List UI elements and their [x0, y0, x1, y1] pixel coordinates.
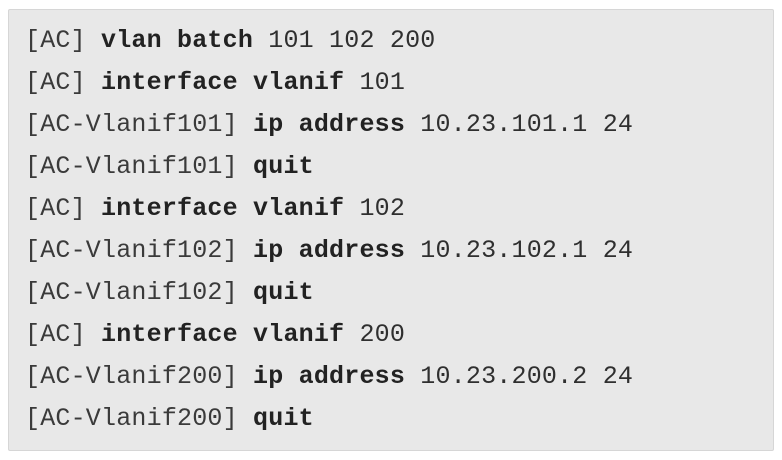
cli-prompt: [AC-Vlanif101] [25, 110, 238, 139]
cli-command: ip address [253, 362, 406, 391]
command-line: [AC] interface vlanif 102 [25, 188, 763, 230]
command-line: [AC-Vlanif200] ip address 10.23.200.2 24 [25, 356, 763, 398]
cli-prompt: [AC] [25, 320, 86, 349]
cli-prompt: [AC] [25, 26, 86, 55]
cli-prompt: [AC-Vlanif200] [25, 362, 238, 391]
command-line: [AC-Vlanif101] ip address 10.23.101.1 24 [25, 104, 763, 146]
cli-command: interface vlanif [101, 320, 345, 349]
command-line: [AC-Vlanif101] quit [25, 146, 763, 188]
command-line: [AC] interface vlanif 101 [25, 62, 763, 104]
cli-prompt: [AC] [25, 68, 86, 97]
cli-arguments: 200 [359, 320, 406, 349]
cli-prompt: [AC] [25, 194, 86, 223]
cli-arguments: 101 102 200 [268, 26, 436, 55]
cli-prompt: [AC-Vlanif102] [25, 278, 238, 307]
command-line: [AC-Vlanif102] quit [25, 272, 763, 314]
cli-arguments: 10.23.101.1 24 [420, 110, 634, 139]
command-line: [AC-Vlanif200] quit [25, 398, 763, 440]
terminal-output: [AC] vlan batch 101 102 200 [AC] interfa… [8, 9, 774, 451]
cli-prompt: [AC-Vlanif200] [25, 404, 238, 433]
command-line: [AC] vlan batch 101 102 200 [25, 20, 763, 62]
cli-command: quit [253, 152, 314, 181]
cli-arguments: 101 [359, 68, 406, 97]
cli-prompt: [AC-Vlanif101] [25, 152, 238, 181]
command-list: [AC] vlan batch 101 102 200 [AC] interfa… [25, 20, 763, 440]
cli-arguments: 10.23.200.2 24 [420, 362, 634, 391]
cli-command: ip address [253, 110, 406, 139]
cli-command: ip address [253, 236, 406, 265]
command-line: [AC-Vlanif102] ip address 10.23.102.1 24 [25, 230, 763, 272]
cli-arguments: 102 [359, 194, 406, 223]
cli-command: interface vlanif [101, 68, 345, 97]
cli-arguments: 10.23.102.1 24 [420, 236, 634, 265]
cli-command: quit [253, 278, 314, 307]
command-line: [AC] interface vlanif 200 [25, 314, 763, 356]
cli-prompt: [AC-Vlanif102] [25, 236, 238, 265]
cli-command: vlan batch [101, 26, 254, 55]
cli-command: interface vlanif [101, 194, 345, 223]
cli-command: quit [253, 404, 314, 433]
